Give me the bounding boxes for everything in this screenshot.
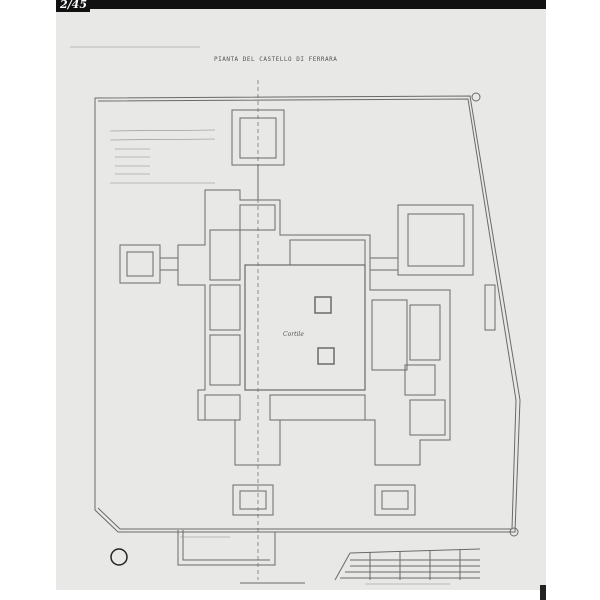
left-black-corner: [56, 0, 90, 12]
sw-ravelin: [232, 484, 274, 516]
bottom-right-dark-corner: [540, 585, 546, 600]
w-ravelin: [119, 244, 161, 284]
outer-enclosure-wall: [94, 95, 521, 533]
castle-outline: [177, 189, 451, 466]
paper-sheet: [56, 8, 546, 590]
archive-stamp: [110, 548, 128, 566]
sheet-number: 2/45: [60, 0, 87, 11]
drawing-title: PIANTA DEL CASTELLO DI FERRARA: [214, 56, 338, 63]
top-black-band: [56, 0, 546, 9]
courtyard-label: Cortile: [283, 331, 304, 338]
scale-bar: [240, 548, 481, 584]
ne-ravelin: [397, 204, 474, 276]
se-ravelin: [374, 484, 416, 516]
